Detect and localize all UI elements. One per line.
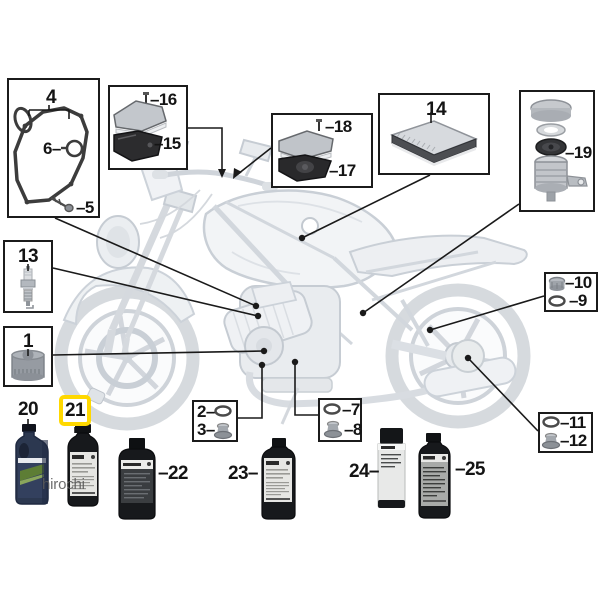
callout-number-11: –11 — [560, 413, 586, 432]
callout-number-4: 4 — [46, 87, 57, 108]
callout-number-13: 13 — [18, 246, 39, 267]
brake-fluid-reservoir-icon — [530, 99, 588, 202]
callout-box-14: 14 — [378, 93, 490, 175]
product-bottle-21 — [67, 420, 99, 507]
callout-number-10: –10 — [565, 273, 592, 292]
product-spray-can-24 — [377, 428, 406, 508]
callout-number-23: 23– — [228, 463, 259, 484]
callout-box-11-12: –11 –12 — [538, 412, 593, 453]
callout-box-16-15: –16 –15 — [108, 85, 188, 170]
callout-number-1: 1 — [23, 331, 34, 352]
engine-illustration — [223, 280, 341, 393]
callout-number-12: –12 — [560, 431, 587, 450]
callout-number-9: –9 — [569, 291, 587, 310]
callout-box-18-17: –18 –17 — [271, 113, 373, 188]
callout-number-19: –19 — [565, 143, 592, 162]
valve-cover-icon — [278, 119, 334, 182]
oring-and-drain-plug-icon — [213, 405, 233, 440]
front-fork-illustration — [103, 190, 189, 358]
callout-number-24: 24– — [349, 461, 380, 482]
engine-cover-icon — [113, 92, 167, 162]
callout-number-22: –22 — [158, 463, 189, 484]
callout-number-25: –25 — [455, 459, 486, 480]
product-bottle-25 — [418, 433, 451, 519]
callout-number-21: 21 — [65, 400, 86, 421]
highlight-box-21: 21 — [59, 395, 91, 426]
callout-box-13: 13 — [3, 240, 53, 313]
product-oil-jug-20 — [15, 424, 49, 505]
callout-number-2: 2– — [197, 402, 215, 421]
seal-ring-and-drain-plug-icon — [541, 416, 561, 450]
spark-plug-icon — [20, 266, 36, 309]
callout-number-3: 3– — [197, 420, 215, 439]
callout-box-7-8: –7 –8 — [318, 398, 362, 442]
front-fender-illustration — [62, 266, 196, 326]
clutch-cover-gasket-icon — [13, 106, 89, 213]
product-bottle-22 — [118, 438, 156, 520]
callout-number-16: –16 — [150, 90, 177, 109]
oring-and-plug-icon — [323, 403, 343, 439]
screw-icon — [50, 195, 74, 213]
callout-box-4-6-5: 4 6– –5 — [7, 78, 100, 218]
callout-number-17: –17 — [329, 161, 356, 180]
air-filter-icon — [389, 120, 478, 166]
callout-number-7: –7 — [342, 400, 360, 419]
watermark-text: hirochi — [42, 476, 85, 493]
oil-filler-cap-and-oring-icon — [548, 276, 566, 307]
callout-box-19: –19 — [519, 90, 595, 212]
callout-number-6: 6– — [43, 139, 61, 158]
product-bottle-23 — [261, 438, 296, 520]
callout-box-2-3: 2– 3– — [192, 400, 238, 442]
callout-number-20: 20 — [18, 399, 39, 420]
callout-number-8: –8 — [344, 420, 362, 439]
callout-number-5: –5 — [76, 198, 94, 217]
callout-number-15: –15 — [154, 134, 181, 153]
callout-box-10-9: –10 –9 — [544, 272, 598, 312]
callout-number-18: –18 — [325, 117, 352, 136]
